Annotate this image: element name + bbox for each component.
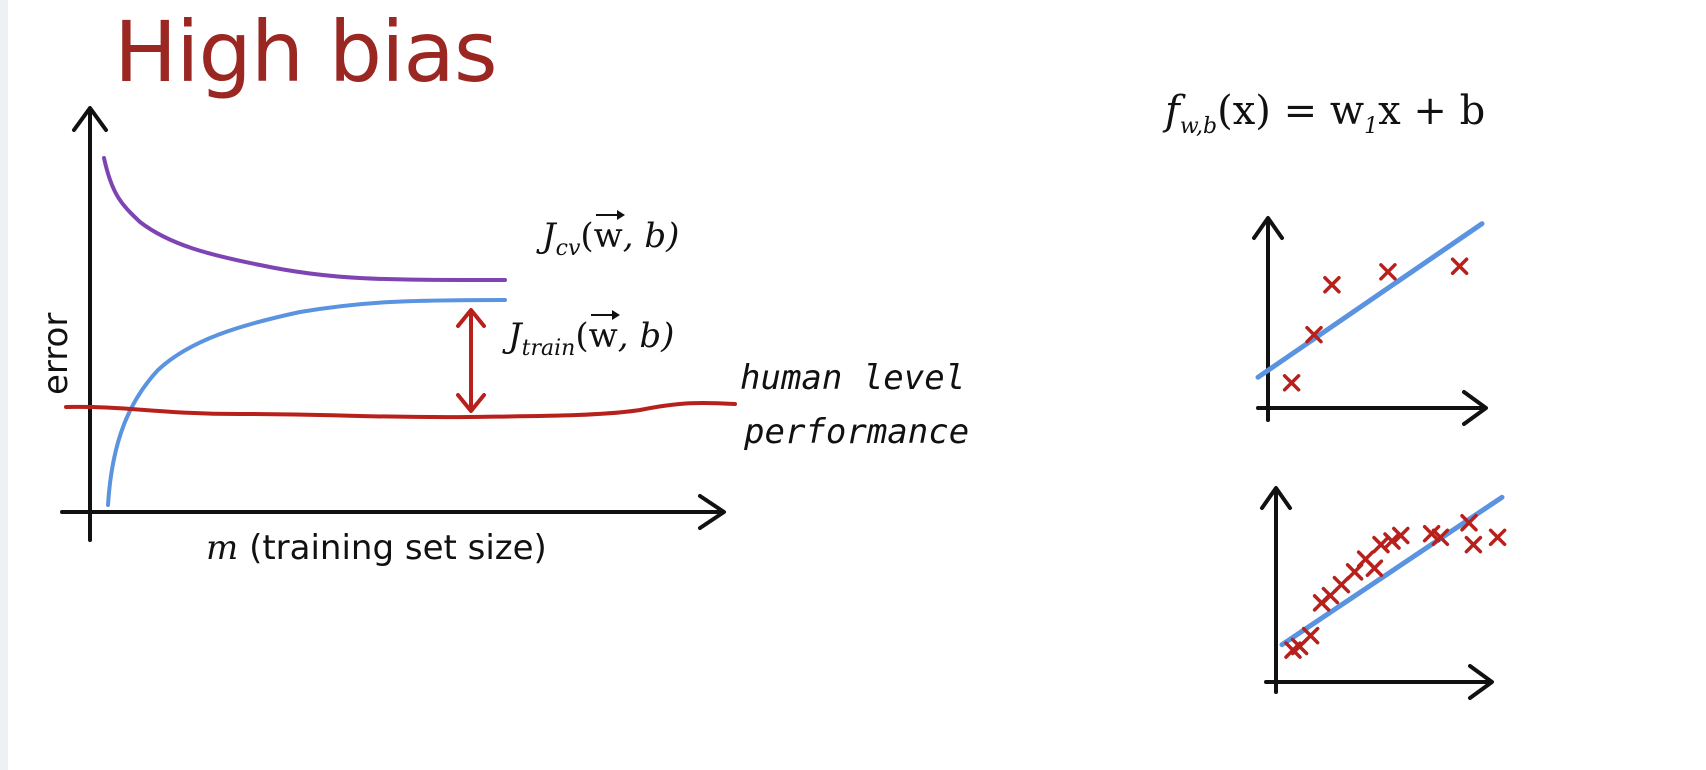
y-axis-arrow <box>72 106 108 132</box>
formula-w-sub: 1 <box>1364 114 1379 139</box>
data-point-x-marker <box>1392 526 1410 545</box>
bottom-fit-line <box>1279 494 1505 648</box>
data-point-x-marker <box>1282 374 1301 392</box>
data-point-x-marker <box>1332 575 1351 594</box>
human-level-label: human level <box>740 358 966 398</box>
main-axes <box>60 106 726 542</box>
data-point-x-marker <box>1379 263 1397 281</box>
top-fit-line <box>1255 221 1485 380</box>
model-formula: fw,b(x) = w1x + b <box>1165 88 1485 139</box>
data-point-x-marker <box>1464 535 1483 554</box>
y-axis-label: error <box>36 312 76 395</box>
data-point-x-marker <box>1323 276 1341 294</box>
bottom-data-points <box>1284 514 1507 659</box>
slide-title: High bias <box>114 3 498 101</box>
small-plot-bottom <box>1260 486 1507 700</box>
x-axis-arrow <box>698 494 726 530</box>
formula-rest: (x) = w <box>1217 88 1365 134</box>
small-plot-top <box>1252 216 1488 426</box>
data-point-x-marker <box>1431 528 1450 547</box>
fit-line <box>1279 494 1505 648</box>
left-edge-shade <box>0 0 8 770</box>
jcv-label: Jcv(w, b) <box>542 210 680 261</box>
data-point-x-marker <box>1301 626 1320 645</box>
top-data-points <box>1282 257 1469 392</box>
jtrain-label: Jtrain(w, b) <box>508 310 675 361</box>
formula-tail: x + b <box>1378 88 1486 134</box>
formula-sub: w,b <box>1179 114 1218 139</box>
data-point-x-marker <box>1383 532 1401 550</box>
data-point-x-marker <box>1305 325 1323 344</box>
data-point-x-marker <box>1365 559 1384 578</box>
train-error-curve <box>106 298 507 507</box>
cv-error-curve <box>102 156 507 282</box>
data-point-x-marker <box>1488 528 1507 547</box>
formula-f: f <box>1165 88 1180 134</box>
data-point-x-marker <box>1460 514 1478 532</box>
gap-double-arrow <box>456 308 486 413</box>
performance-label: performance <box>744 412 970 452</box>
data-point-x-marker <box>1450 257 1469 275</box>
x-axis-label: m (training set size) <box>206 528 547 568</box>
data-point-x-marker <box>1422 524 1441 543</box>
fit-line <box>1255 221 1485 380</box>
human-level-line <box>64 400 737 420</box>
